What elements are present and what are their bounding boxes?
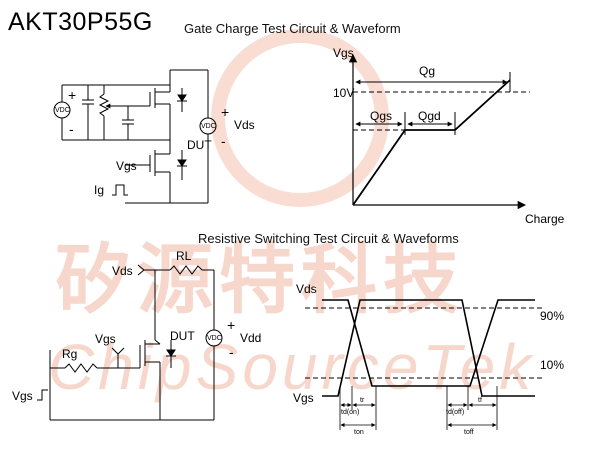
sw-vds-label: Vds — [112, 264, 133, 278]
switching-waveform — [305, 299, 545, 430]
vgs-label: Vgs — [116, 159, 137, 173]
plus-right: + — [221, 104, 230, 120]
tf-label: tf — [478, 397, 482, 404]
vgs-input-pulse — [37, 389, 48, 401]
resistor-rl — [169, 265, 203, 275]
td-on-label: td(on) — [341, 409, 360, 416]
sw-minus: - — [229, 344, 234, 360]
vgs-probe — [111, 347, 125, 355]
td-off-label: td(off) — [446, 409, 465, 416]
wf-vgs-label: Vgs — [293, 391, 314, 405]
watermark-english: ChipSourceTek — [48, 331, 536, 403]
minus-left: - — [69, 121, 74, 137]
dut-label: DUT — [187, 138, 212, 152]
t-on-label: ton — [354, 429, 364, 436]
qg-label: Qg — [419, 64, 436, 78]
vds-label: Vds — [234, 118, 255, 132]
ig-label: Ig — [94, 183, 105, 197]
t-off-label: toff — [464, 429, 474, 436]
vdd-label: Vdd — [240, 331, 262, 345]
gate-charge-waveform — [348, 53, 530, 210]
plus-left: + — [68, 87, 77, 103]
sw-vgs-label: Vgs — [95, 332, 116, 346]
sw-vdc-label: VDC — [207, 335, 222, 342]
watermark-chinese: 矽源特科技 — [55, 235, 465, 324]
qgs-label: Qgs — [370, 109, 393, 123]
gate-charge-circuit — [53, 69, 217, 204]
x-axis-label: Charge — [525, 212, 565, 226]
minus-right: - — [221, 133, 226, 149]
tr-label: tr — [360, 397, 365, 404]
vds-terminal — [137, 264, 145, 276]
gate-charge-title: Gate Charge Test Circuit & Waveform — [184, 21, 401, 36]
switching-title: Resistive Switching Test Circuit & Wavef… — [198, 231, 459, 246]
rl-label: RL — [176, 249, 192, 263]
vds-trace — [322, 299, 535, 387]
vdc-right-label: VDC — [201, 123, 216, 130]
watermark-logo — [211, 29, 389, 207]
level-90: 90% — [540, 309, 565, 323]
potentiometer — [98, 93, 110, 117]
vgs-input-label: Vgs — [12, 389, 33, 403]
switching-circuit — [37, 264, 223, 421]
sw-dut-label: DUT — [170, 329, 195, 343]
sw-plus: + — [227, 317, 236, 333]
ig-pulse — [112, 184, 128, 196]
vgs-trace — [322, 299, 535, 397]
wf-vds-label: Vds — [296, 282, 317, 296]
resistor-rg — [64, 363, 98, 373]
y-axis-label: Vgs — [333, 46, 354, 60]
vdc-left-label: VDC — [55, 107, 70, 114]
qgd-label: Qgd — [418, 109, 441, 123]
level-10v: 10V — [333, 86, 355, 100]
level-10: 10% — [540, 358, 565, 372]
rg-label: Rg — [62, 347, 78, 361]
part-number: AKT30P55G — [8, 8, 153, 36]
